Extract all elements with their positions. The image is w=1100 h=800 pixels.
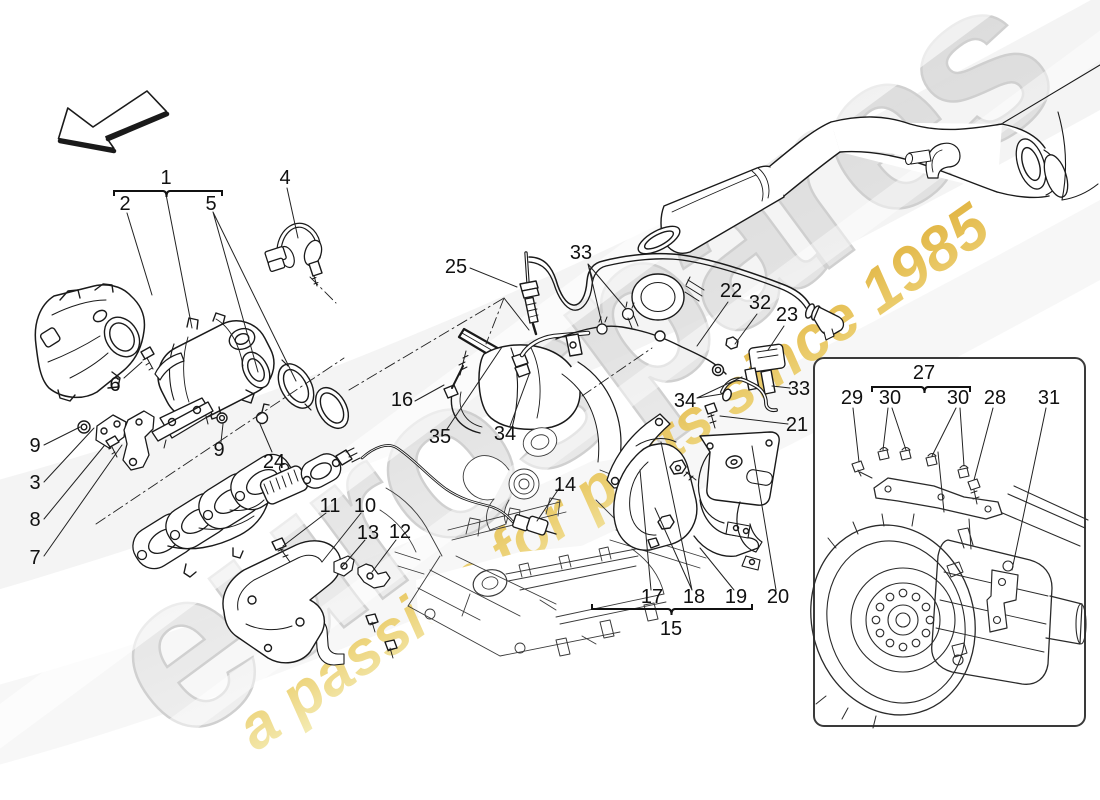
- svg-text:33: 33: [570, 242, 592, 264]
- svg-text:29: 29: [841, 387, 863, 409]
- svg-text:27: 27: [913, 362, 935, 384]
- svg-text:9: 9: [213, 439, 224, 461]
- svg-text:32: 32: [749, 292, 771, 314]
- svg-text:11: 11: [320, 495, 341, 517]
- svg-text:28: 28: [984, 387, 1006, 409]
- svg-text:34: 34: [494, 423, 516, 445]
- svg-text:3: 3: [29, 472, 40, 494]
- svg-text:31: 31: [1038, 387, 1060, 409]
- svg-text:10: 10: [354, 495, 376, 517]
- svg-text:20: 20: [767, 586, 789, 608]
- svg-text:8: 8: [29, 509, 40, 531]
- svg-text:33: 33: [788, 378, 810, 400]
- svg-text:30: 30: [879, 387, 901, 409]
- svg-text:7: 7: [29, 547, 40, 569]
- svg-text:23: 23: [776, 304, 798, 326]
- svg-text:9: 9: [29, 435, 40, 457]
- svg-text:22: 22: [720, 280, 742, 302]
- svg-text:15: 15: [660, 618, 682, 640]
- svg-text:4: 4: [279, 167, 290, 189]
- svg-text:24: 24: [263, 451, 285, 473]
- svg-text:12: 12: [389, 521, 411, 543]
- svg-text:2: 2: [119, 193, 130, 215]
- svg-text:14: 14: [554, 474, 576, 496]
- svg-text:30: 30: [947, 387, 969, 409]
- svg-text:1: 1: [160, 167, 171, 189]
- svg-text:25: 25: [445, 256, 467, 278]
- svg-text:13: 13: [357, 522, 379, 544]
- svg-text:18: 18: [683, 586, 705, 608]
- svg-text:19: 19: [725, 586, 747, 608]
- svg-text:21: 21: [786, 414, 808, 436]
- svg-text:5: 5: [205, 193, 216, 215]
- svg-text:16: 16: [391, 389, 413, 411]
- svg-text:35: 35: [429, 426, 451, 448]
- svg-text:17: 17: [641, 586, 663, 608]
- svg-text:34: 34: [674, 390, 696, 412]
- svg-text:6: 6: [109, 374, 120, 396]
